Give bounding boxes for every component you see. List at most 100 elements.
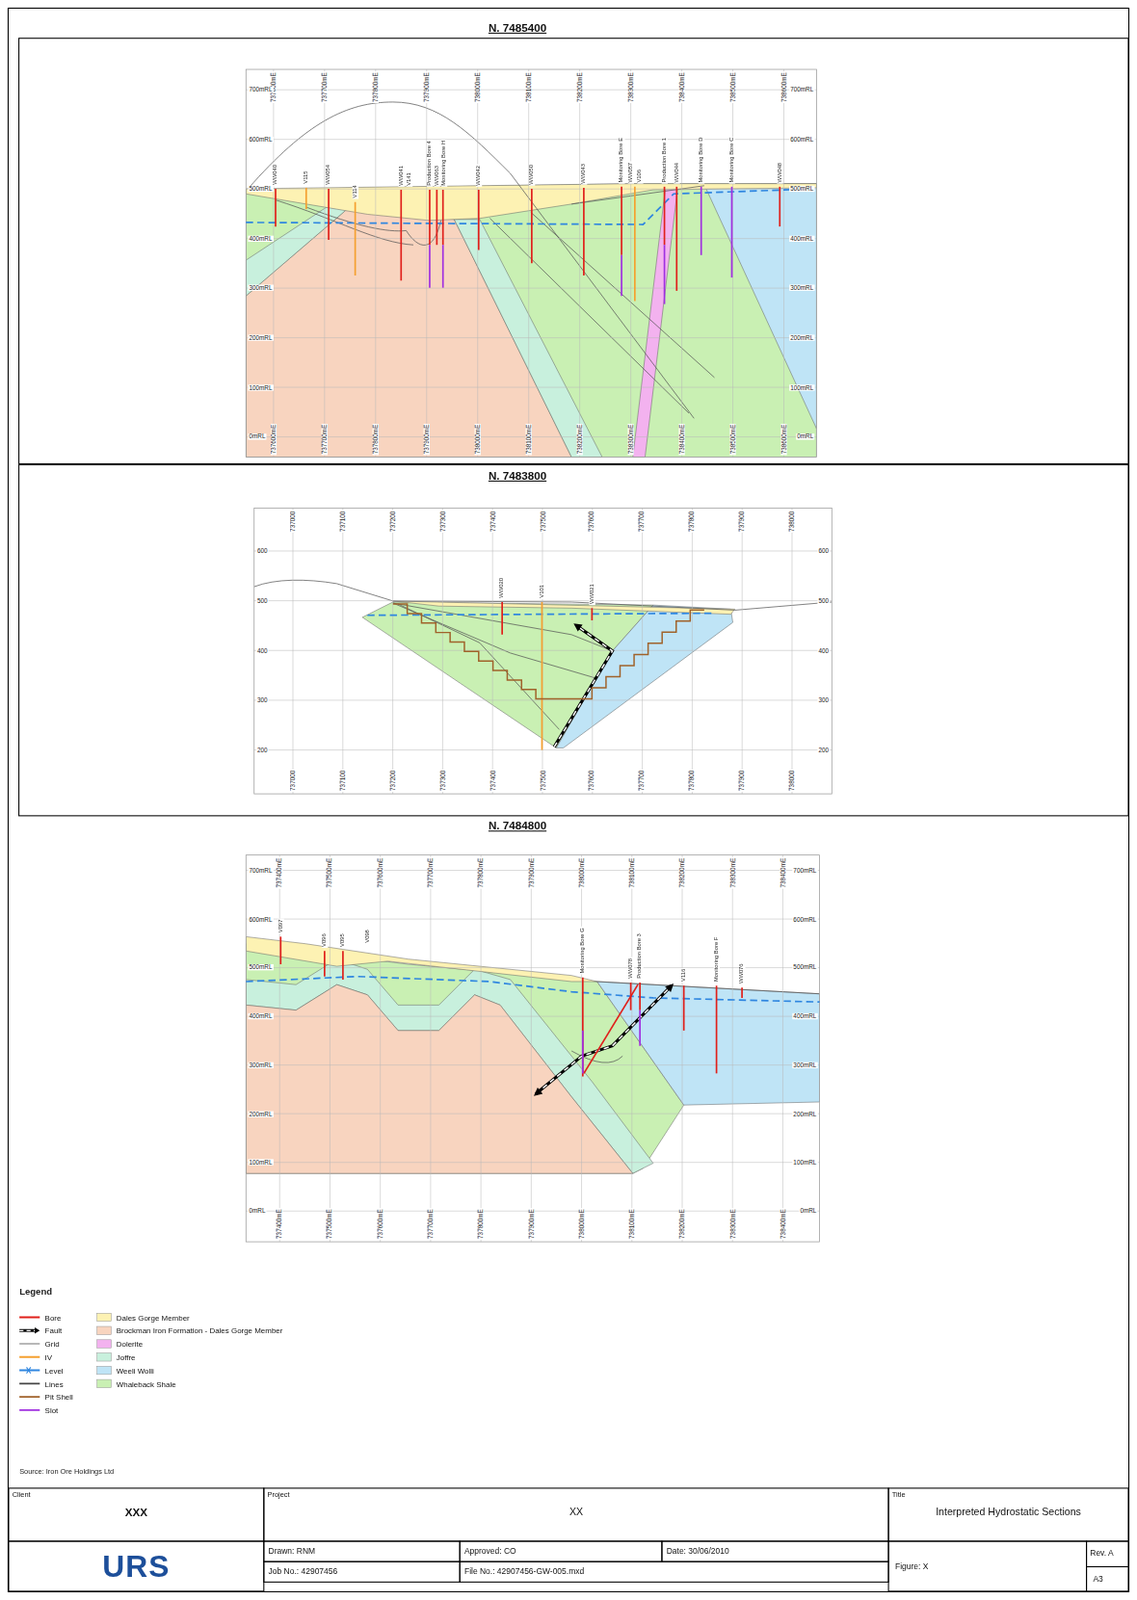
rl-label: 100mRL [789, 384, 815, 391]
bore-line [279, 936, 282, 965]
bore-label: WW076 [739, 962, 745, 985]
bore-label: WW044 [673, 161, 680, 185]
bore-line [501, 602, 503, 635]
easting-label: 738000 [789, 769, 795, 793]
title-block-cell: TitleInterpreted Hydrostatic Sections [888, 1487, 1130, 1542]
easting-label: 738000mE [578, 1208, 584, 1241]
bore-line [630, 982, 633, 1011]
topography-line [254, 580, 833, 610]
grid-line [476, 69, 478, 458]
easting-label: 737900mE [423, 423, 430, 456]
easting-label: 737500mE [326, 857, 333, 890]
weeli-wolli [704, 184, 818, 429]
easting-label: 737800 [688, 769, 695, 793]
easting-label: 737500 [539, 510, 546, 533]
bore-label: WW048 [776, 161, 783, 185]
easting-label: 737700mE [321, 71, 328, 104]
fault-line [554, 626, 612, 747]
contact-line [489, 218, 689, 414]
legend-text: Dolerite [116, 1339, 143, 1349]
bore-line [778, 186, 781, 227]
grid-line [682, 855, 684, 1243]
bore-label: V097 [277, 918, 284, 934]
legend-entry: Dales Gorge Member [96, 1311, 190, 1324]
section-frame [245, 69, 817, 458]
title-block-cell: Rev. A [1085, 1540, 1129, 1568]
easting-label: 737900 [739, 769, 745, 793]
bore-label: V096 [321, 932, 328, 949]
fault-line [554, 626, 612, 747]
legend-line-sample [18, 1405, 41, 1417]
easting-label: 737700mE [321, 423, 328, 456]
grid-line [480, 855, 482, 1243]
drawing-date: Date: 30/06/2010 [666, 1547, 885, 1559]
legend-line-sample [18, 1325, 41, 1337]
easting-label: 738400mE [779, 857, 786, 890]
bore-label: WW057 [628, 161, 635, 185]
bore-line [638, 982, 641, 1011]
title-block-cell: A3 [1085, 1566, 1129, 1592]
easting-label: 737400 [489, 769, 496, 793]
legend-entry: Grid [18, 1338, 60, 1351]
rl-label: 500 [817, 597, 830, 604]
bore-label: V101 [539, 583, 546, 600]
bore-line [354, 202, 357, 276]
rl-label: 600mRL [789, 136, 815, 143]
rl-label: 500mRL [792, 964, 818, 971]
legend-entry: Slot [18, 1404, 58, 1418]
bore-label: WW042 [475, 164, 482, 187]
bore-label: Monitoring Bore F [713, 936, 720, 983]
line-sample [19, 1356, 40, 1359]
client-name: XXX [9, 1506, 265, 1519]
easting-label: 737700mE [427, 1208, 434, 1241]
easting-label: 738300mE [729, 1208, 736, 1241]
rl-label: 200mRL [789, 334, 815, 341]
grid-line [429, 855, 431, 1243]
bore-line [620, 186, 623, 256]
title-block-cell: File No.: 42907456-GW-005.mxd [459, 1561, 890, 1584]
section-frame [245, 855, 820, 1243]
legend-line-sample [18, 1378, 41, 1390]
section-panel: N. 7483800 [18, 464, 1129, 817]
grid-line [245, 1162, 820, 1164]
easting-label: 737800mE [477, 1208, 484, 1241]
bore-line [731, 186, 734, 278]
bore-line [740, 987, 743, 999]
sheet-size: A3 [1092, 1574, 1122, 1586]
rl-label: 400 [256, 647, 269, 654]
grid-line [782, 855, 784, 1243]
legend-text: Level [45, 1366, 64, 1376]
rl-label: 500mRL [789, 185, 815, 192]
bore-line [663, 186, 666, 245]
easting-label: 737900 [739, 510, 745, 533]
fault-sample [19, 1330, 36, 1332]
bore-line [683, 985, 686, 1032]
legend-entry: Dolerite [96, 1338, 144, 1351]
easting-label: 738000 [789, 510, 795, 533]
easting-label: 737100 [340, 510, 346, 533]
section-frame [254, 508, 833, 795]
approved-by: Approved: CO [464, 1547, 658, 1559]
bore-label: V098 [364, 928, 371, 945]
rl-label: 0mRL [795, 433, 815, 440]
easting-label: 738300mE [627, 423, 634, 456]
section-grid [245, 69, 817, 458]
color-swatch [97, 1326, 112, 1335]
grid-line [374, 69, 376, 458]
bore-label: WW050 [528, 163, 535, 186]
revision: Rev. A [1089, 1549, 1125, 1561]
rl-label: 400mRL [247, 235, 273, 241]
inclined-bore [583, 984, 638, 1074]
bore-line [399, 189, 402, 281]
rl-label: 500mRL [247, 964, 273, 971]
cell-caption: Project [267, 1491, 886, 1499]
bore-label: V116 [681, 968, 688, 983]
topography-line [247, 102, 694, 419]
sheet-frame [7, 7, 1129, 1592]
rl-label: 600 [817, 548, 830, 555]
bore-line [530, 188, 533, 264]
rl-label: 400mRL [792, 1013, 818, 1020]
bores [280, 936, 742, 1077]
easting-label: 737200 [389, 510, 396, 533]
easting-label: 738400mE [678, 423, 685, 456]
